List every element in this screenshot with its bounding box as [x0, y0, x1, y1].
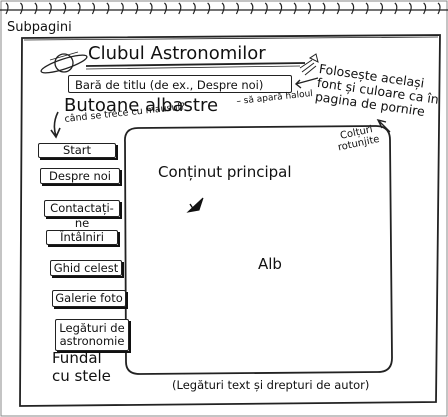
- nav-button-about[interactable]: Despre noi: [40, 168, 122, 186]
- spiral-ring: [207, 2, 211, 15]
- spiral-ring: [149, 2, 153, 15]
- spiral-ring: [365, 2, 369, 15]
- nav-button-contact[interactable]: Contactați-ne: [44, 200, 122, 230]
- spiral-ring: [250, 2, 254, 15]
- nav-button-meetings[interactable]: Întâlniri: [46, 230, 120, 247]
- spiral-ring: [135, 2, 139, 15]
- title-bar-placeholder: Bară de titlu (de ex., Despre noi): [68, 75, 292, 93]
- nav-button-label: Ghid celest: [53, 261, 119, 275]
- spiral-ring: [279, 2, 283, 15]
- spiral-ring: [293, 2, 297, 15]
- nav-button-label: Galerie foto: [55, 291, 123, 305]
- nav-button-label: Start: [62, 143, 92, 157]
- spiral-ring: [394, 2, 398, 15]
- footer-links: (Legături text și drepturi de autor): [172, 378, 370, 392]
- main-background-label: Alb: [258, 255, 282, 273]
- spiral-ring: [408, 2, 412, 15]
- spiral-ring: [19, 2, 23, 15]
- spiral-ring: [336, 2, 340, 15]
- cursor-arrow-icon: [186, 197, 204, 213]
- nav-button-label: Despre noi: [49, 169, 111, 183]
- shooting-star-icon: [299, 53, 319, 76]
- spiral-binding: [0, 2, 448, 15]
- background-stars-note: Fundal cu stele: [52, 349, 111, 385]
- spiral-ring: [77, 2, 81, 15]
- page-label: Subpagini: [7, 20, 72, 35]
- spiral-ring: [178, 2, 182, 15]
- nav-button-sky-guide[interactable]: Ghid celest: [50, 260, 124, 278]
- spiral-ring: [423, 2, 427, 15]
- nav-button-astro-links[interactable]: Legături de astronomie: [55, 319, 131, 353]
- main-content-box: [124, 125, 393, 375]
- nav-button-label: Întâlniri: [60, 230, 104, 244]
- spiral-ring: [437, 2, 441, 15]
- spiral-ring: [221, 2, 225, 15]
- spiral-ring: [34, 2, 38, 15]
- spiral-ring: [5, 2, 9, 15]
- page-outline: [19, 34, 441, 407]
- nav-button-label: Legături de astronomie: [59, 321, 125, 348]
- spiral-ring: [264, 2, 268, 15]
- spiral-ring: [106, 2, 110, 15]
- spiral-ring: [63, 2, 67, 15]
- spiral-ring: [91, 2, 95, 15]
- nav-button-label: Contactați-ne: [50, 201, 114, 230]
- blue-buttons-title: Butoane albastre: [64, 95, 219, 116]
- spiral-ring: [379, 2, 383, 15]
- spiral-ring: [351, 2, 355, 15]
- planet-icon: [40, 51, 88, 74]
- spiral-ring: [48, 2, 52, 15]
- spiral-ring: [192, 2, 196, 15]
- nav-button-start[interactable]: Start: [38, 143, 118, 160]
- spiral-ring: [163, 2, 167, 15]
- site-title: Clubul Astronomilor: [88, 43, 266, 64]
- spiral-ring: [235, 2, 239, 15]
- spiral-ring: [322, 2, 326, 15]
- spiral-ring: [120, 2, 124, 15]
- nav-button-photo-gallery[interactable]: Galerie foto: [52, 290, 128, 309]
- main-content-label: Conținut principal: [158, 163, 292, 181]
- spiral-ring: [307, 2, 311, 15]
